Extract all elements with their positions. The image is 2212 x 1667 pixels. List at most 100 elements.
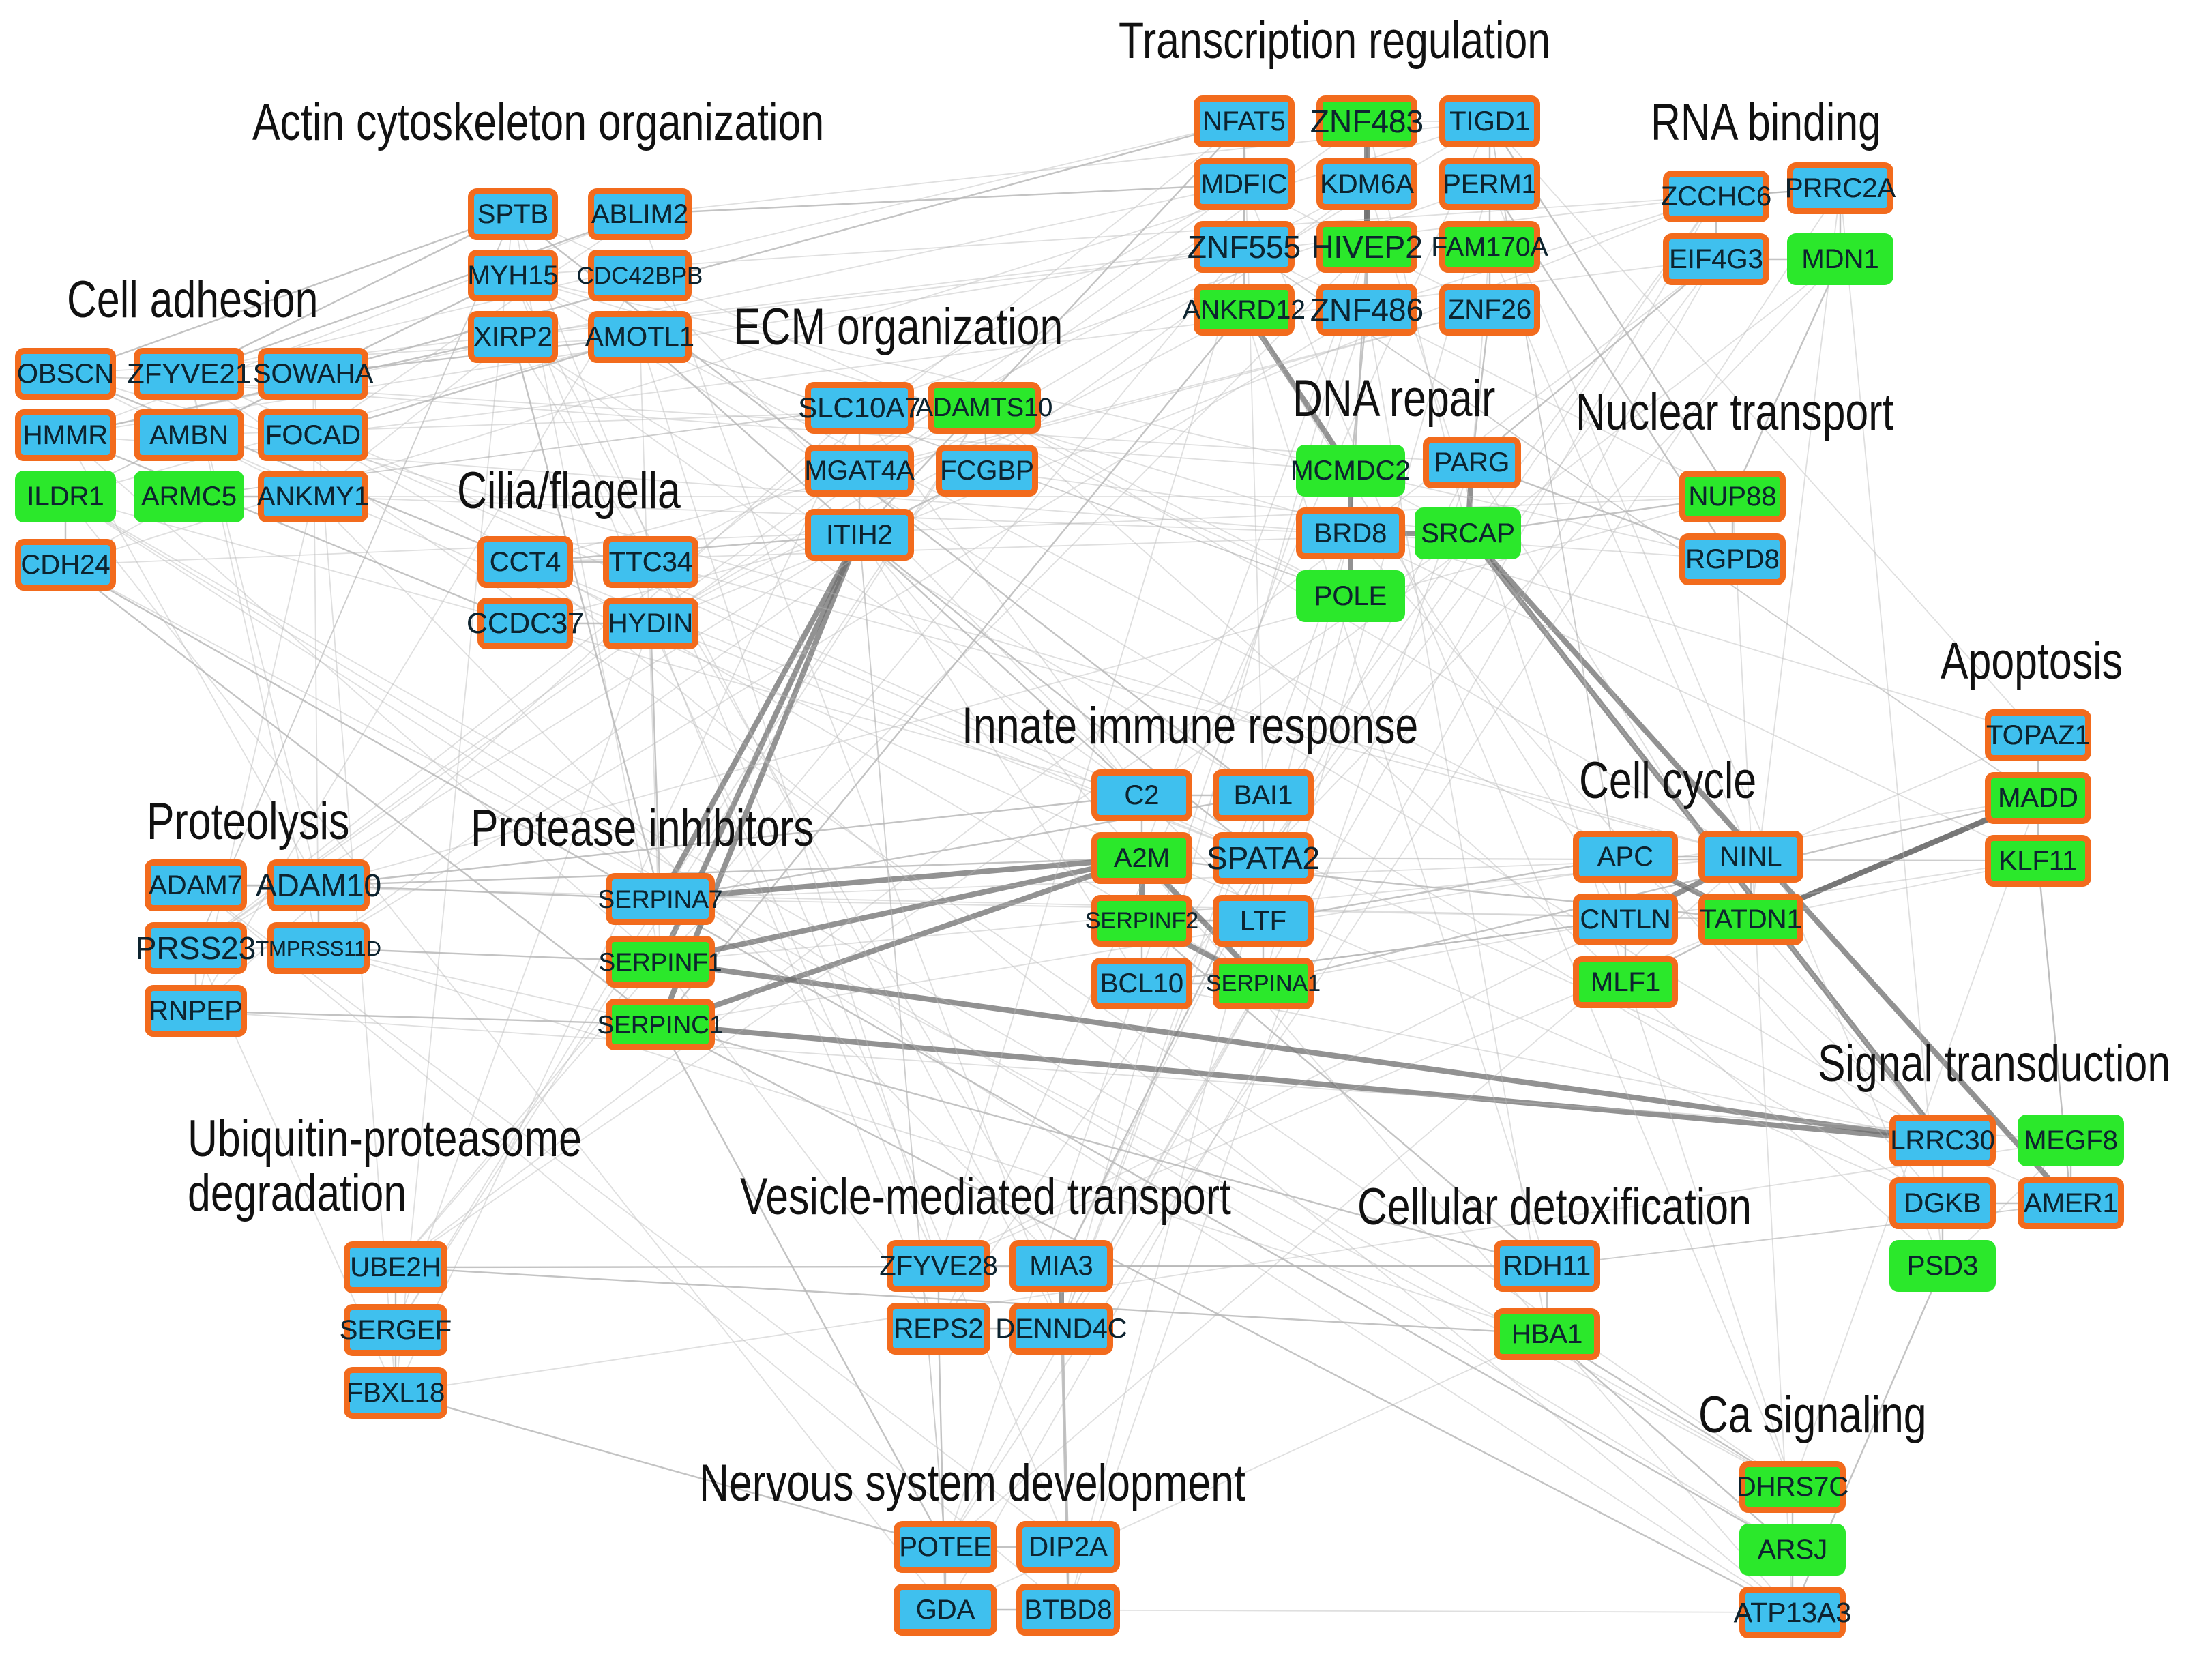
- gene-node-cct4[interactable]: CCT4: [477, 536, 573, 588]
- gene-node-adam10[interactable]: ADAM10: [256, 859, 381, 911]
- edge: [660, 898, 1752, 920]
- gene-node-ube2h[interactable]: UBE2H: [344, 1241, 447, 1293]
- gene-node-gda[interactable]: GDA: [894, 1584, 997, 1636]
- gene-node-amer1[interactable]: AMER1: [2018, 1177, 2124, 1229]
- gene-node-hba1[interactable]: HBA1: [1494, 1308, 1600, 1360]
- gene-node-nup88[interactable]: NUP88: [1679, 471, 1786, 522]
- gene-node-ildr1[interactable]: ILDR1: [15, 471, 116, 522]
- gene-node-eif4g3[interactable]: EIF4G3: [1663, 233, 1769, 285]
- gene-node-reps2[interactable]: REPS2: [887, 1303, 990, 1355]
- gene-node-dhrs7c[interactable]: DHRS7C: [1737, 1461, 1848, 1513]
- gene-node-serpinf2[interactable]: SERPINF2: [1085, 895, 1198, 947]
- gene-node-cntln[interactable]: CNTLN: [1573, 894, 1678, 945]
- gene-node-amotl1[interactable]: AMOTL1: [585, 311, 694, 363]
- gene-node-serpina7[interactable]: SERPINA7: [598, 873, 723, 925]
- gene-node-apc[interactable]: APC: [1573, 831, 1678, 883]
- gene-node-prrc2a[interactable]: PRRC2A: [1785, 162, 1896, 214]
- gene-node-zfyve21[interactable]: ZFYVE21: [127, 348, 251, 400]
- gene-node-itih2[interactable]: ITIH2: [805, 509, 914, 561]
- gene-node-label: OBSCN: [16, 359, 115, 389]
- gene-node-adamts10[interactable]: ADAMTS10: [916, 382, 1052, 434]
- gene-node-zfyve28[interactable]: ZFYVE28: [879, 1240, 998, 1292]
- gene-node-lrrc30[interactable]: LRRC30: [1889, 1115, 1996, 1166]
- gene-node-mia3[interactable]: MIA3: [1009, 1240, 1113, 1292]
- gene-node-xirp2[interactable]: XIRP2: [468, 311, 558, 363]
- gene-node-madd[interactable]: MADD: [1985, 772, 2091, 824]
- gene-node-psd3[interactable]: PSD3: [1889, 1240, 1996, 1292]
- gene-node-slc10a7[interactable]: SLC10A7: [798, 382, 921, 434]
- gene-node-brd8[interactable]: BRD8: [1296, 507, 1405, 559]
- gene-node-ankrd12[interactable]: ANKRD12: [1183, 284, 1306, 336]
- gene-node-arsj[interactable]: ARSJ: [1739, 1524, 1846, 1576]
- gene-node-ambn[interactable]: AMBN: [134, 409, 244, 461]
- gene-node-label: FCGBP: [940, 456, 1034, 486]
- gene-node-ccdc37[interactable]: CCDC37: [467, 598, 584, 649]
- gene-node-dennd4c[interactable]: DENND4C: [995, 1303, 1127, 1355]
- gene-node-c2[interactable]: C2: [1091, 769, 1192, 821]
- edge: [512, 188, 1841, 276]
- gene-node-potee[interactable]: POTEE: [894, 1521, 997, 1573]
- gene-node-mlf1[interactable]: MLF1: [1573, 956, 1678, 1008]
- gene-node-megf8[interactable]: MEGF8: [2018, 1115, 2124, 1166]
- gene-node-dip2a[interactable]: DIP2A: [1016, 1521, 1120, 1573]
- gene-node-topaz1[interactable]: TOPAZ1: [1985, 709, 2091, 761]
- gene-node-fam170a[interactable]: FAM170A: [1431, 221, 1548, 273]
- gene-node-tmprss11d[interactable]: TMPRSS11D: [256, 922, 381, 974]
- gene-node-mgat4a[interactable]: MGAT4A: [804, 445, 915, 497]
- gene-node-mcmdc2[interactable]: MCMDC2: [1291, 445, 1411, 497]
- gene-node-serpinf1[interactable]: SERPINF1: [599, 936, 722, 988]
- gene-node-ltf[interactable]: LTF: [1213, 895, 1314, 947]
- gene-node-cdh24[interactable]: CDH24: [15, 539, 116, 591]
- gene-node-hivep2[interactable]: HIVEP2: [1311, 221, 1423, 273]
- gene-node-ankmy1[interactable]: ANKMY1: [257, 471, 369, 522]
- gene-node-znf26[interactable]: ZNF26: [1439, 284, 1540, 336]
- gene-node-sowaha[interactable]: SOWAHA: [253, 348, 373, 400]
- gene-node-atp13a3[interactable]: ATP13A3: [1734, 1587, 1851, 1638]
- gene-node-ttc34[interactable]: TTC34: [603, 536, 698, 588]
- gene-node-bai1[interactable]: BAI1: [1213, 769, 1314, 821]
- gene-node-prss23[interactable]: PRSS23: [136, 922, 256, 974]
- edge: [195, 885, 1069, 1548]
- gene-node-hmmr[interactable]: HMMR: [15, 409, 116, 461]
- gene-node-myh15[interactable]: MYH15: [467, 250, 559, 301]
- gene-node-bcl10[interactable]: BCL10: [1091, 958, 1192, 1009]
- gene-node-ninl[interactable]: NINL: [1698, 831, 1803, 883]
- gene-node-klf11[interactable]: KLF11: [1985, 835, 2091, 887]
- gene-node-sergef[interactable]: SERGEF: [340, 1304, 452, 1356]
- gene-node-srcap[interactable]: SRCAP: [1415, 507, 1521, 559]
- gene-node-parg[interactable]: PARG: [1423, 437, 1521, 488]
- gene-node-sptb[interactable]: SPTB: [468, 188, 558, 240]
- gene-node-fbxl18[interactable]: FBXL18: [344, 1367, 447, 1419]
- gene-node-ablim2[interactable]: ABLIM2: [588, 188, 692, 240]
- gene-node-perm1[interactable]: PERM1: [1439, 158, 1540, 210]
- cluster-title-apoptosis: Apoptosis: [1941, 632, 2123, 690]
- gene-node-cdc42bpb[interactable]: CDC42BPB: [577, 250, 703, 301]
- gene-node-pole[interactable]: POLE: [1296, 570, 1405, 622]
- gene-node-spata2[interactable]: SPATA2: [1207, 832, 1320, 884]
- gene-node-znf483[interactable]: ZNF483: [1310, 95, 1424, 147]
- gene-node-mdfic[interactable]: MDFIC: [1194, 158, 1295, 210]
- gene-node-adam7[interactable]: ADAM7: [145, 859, 247, 911]
- gene-node-btbd8[interactable]: BTBD8: [1016, 1584, 1120, 1636]
- gene-node-focad[interactable]: FOCAD: [258, 409, 368, 461]
- gene-node-fcgbp[interactable]: FCGBP: [936, 445, 1038, 497]
- gene-node-rdh11[interactable]: RDH11: [1494, 1240, 1600, 1292]
- gene-node-rgpd8[interactable]: RGPD8: [1679, 533, 1786, 585]
- gene-node-obscn[interactable]: OBSCN: [15, 348, 116, 400]
- gene-node-rnpep[interactable]: RNPEP: [145, 985, 247, 1037]
- gene-node-tatdn1[interactable]: TATDN1: [1698, 894, 1803, 945]
- gene-node-armc5[interactable]: ARMC5: [134, 471, 244, 522]
- gene-node-znf555[interactable]: ZNF555: [1188, 221, 1301, 273]
- gene-node-mdn1[interactable]: MDN1: [1787, 233, 1893, 285]
- gene-node-kdm6a[interactable]: KDM6A: [1316, 158, 1417, 210]
- gene-node-zcchc6[interactable]: ZCCHC6: [1661, 171, 1771, 222]
- gene-node-a2m[interactable]: A2M: [1091, 832, 1192, 884]
- gene-node-hydin[interactable]: HYDIN: [603, 598, 698, 649]
- gene-node-serpina1[interactable]: SERPINA1: [1206, 958, 1321, 1009]
- gene-node-serpinc1[interactable]: SERPINC1: [597, 999, 724, 1050]
- gene-node-dgkb[interactable]: DGKB: [1889, 1177, 1996, 1229]
- gene-node-tigd1[interactable]: TIGD1: [1439, 95, 1540, 147]
- gene-node-nfat5[interactable]: NFAT5: [1194, 95, 1295, 147]
- gene-node-label: BAI1: [1233, 780, 1293, 810]
- gene-node-znf486[interactable]: ZNF486: [1310, 284, 1424, 336]
